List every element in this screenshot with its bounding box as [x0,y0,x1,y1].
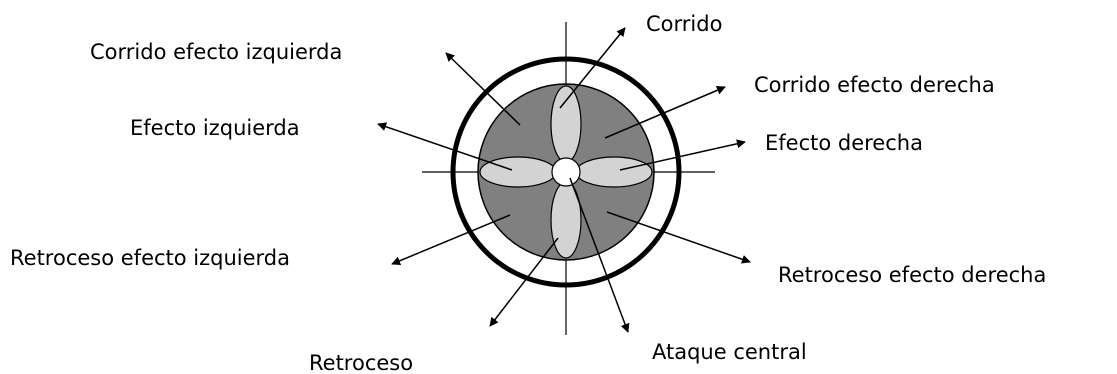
petal-top [551,86,581,162]
label-corrido: Corrido [646,14,722,35]
label-retroceso-efecto-derecha: Retroceso efecto derecha [778,265,1046,286]
arrow-retroceso-efecto-derecha [607,212,750,262]
petal-right [576,157,652,187]
petal-left [480,157,556,187]
label-efecto-izquierda: Efecto izquierda [130,118,300,139]
label-corrido-efecto-derecha: Corrido efecto derecha [754,75,995,96]
label-ataque-central: Ataque central [652,342,807,363]
center-point [552,158,580,186]
label-corrido-efecto-izquierda: Corrido efecto izquierda [90,42,342,63]
label-retroceso: Retroceso [309,353,413,374]
label-retroceso-efecto-izquierda: Retroceso efecto izquierda [10,248,290,269]
label-efecto-derecha: Efecto derecha [765,133,923,154]
arrow-corrido-efecto-izquierda [446,53,520,125]
